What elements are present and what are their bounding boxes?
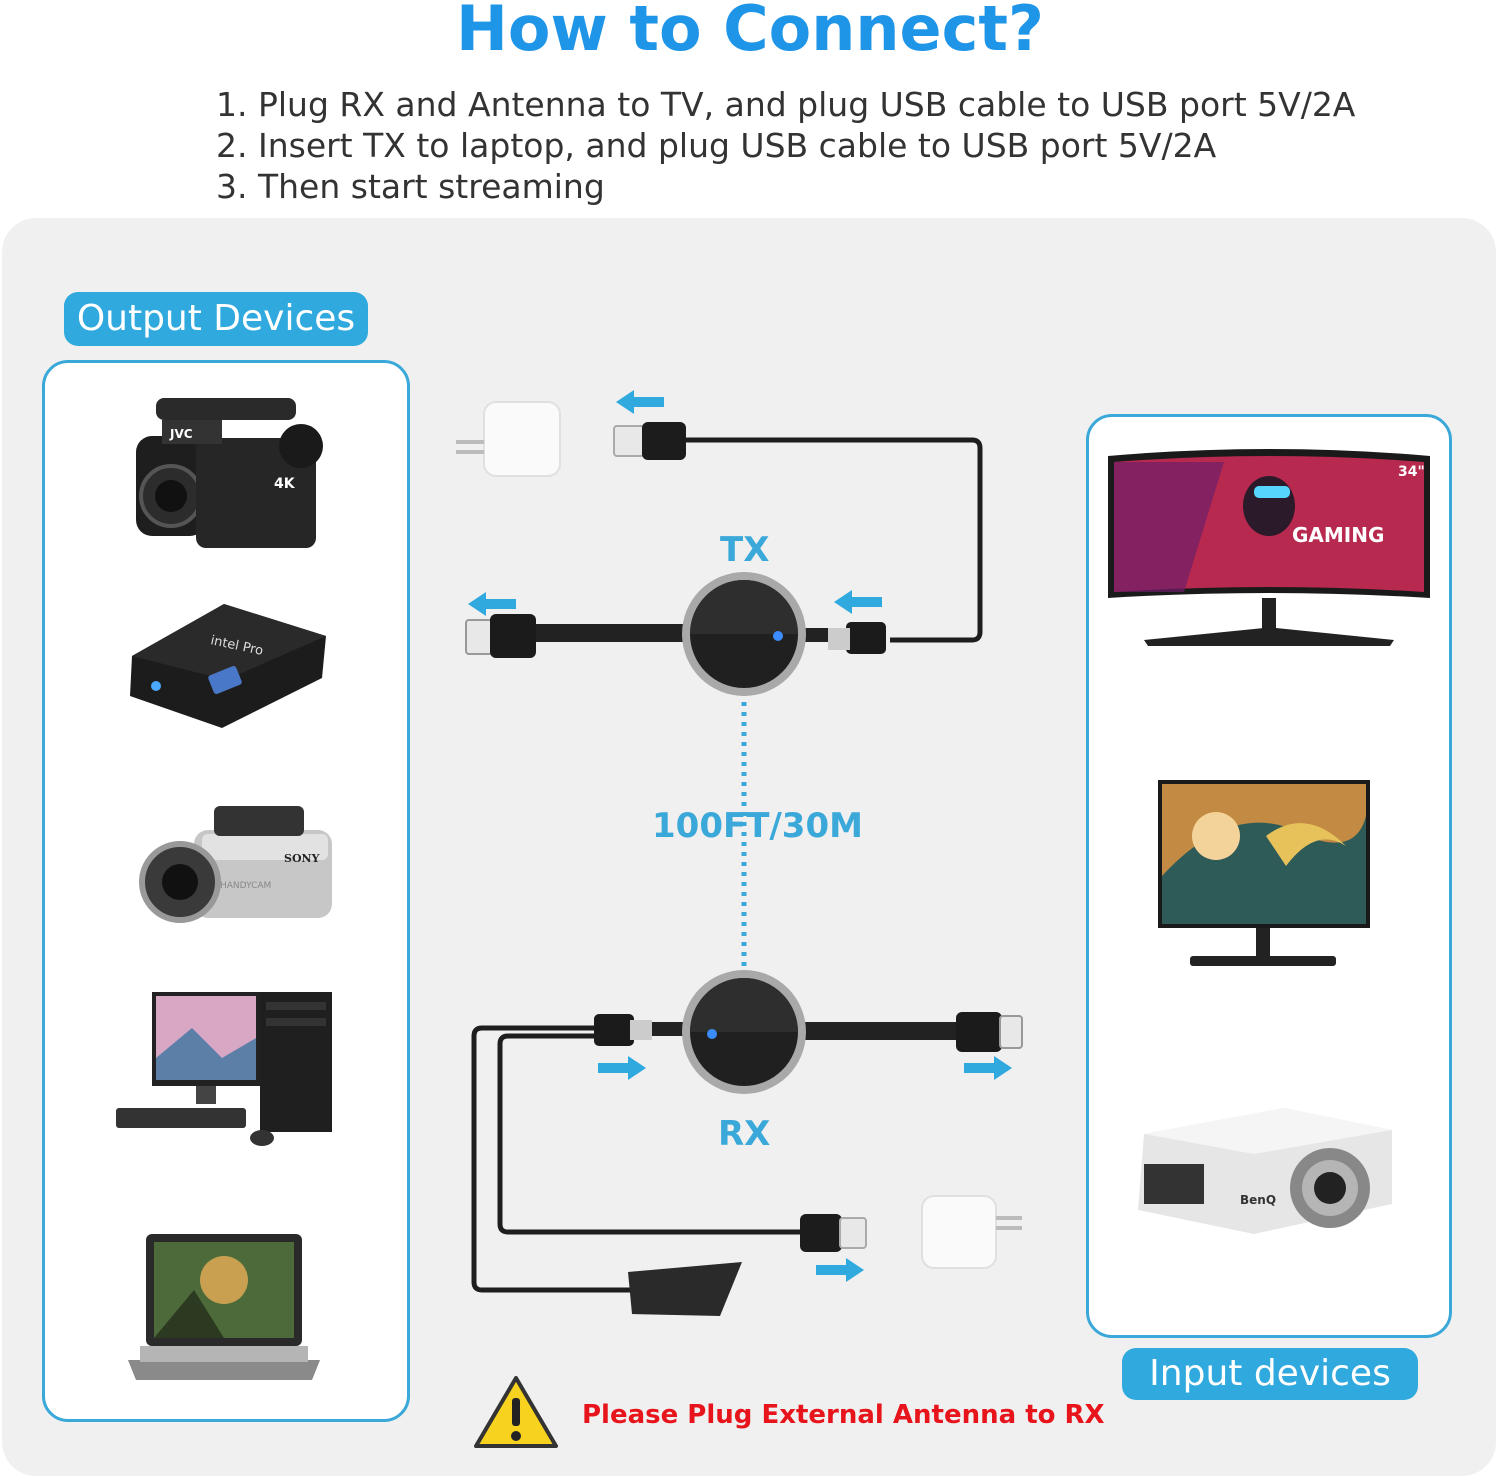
projector-icon: BenQ (1138, 1108, 1392, 1234)
camcorder-jvc-icon: JVC 4K (136, 398, 323, 548)
rx-antenna-cable (471, 1025, 632, 1293)
tv-monitor-icon (1158, 780, 1370, 966)
tx-dongle (465, 572, 886, 696)
step-1: 1. Plug RX and Antenna to TV, and plug U… (216, 85, 1356, 124)
page-title: How to Connect? (456, 0, 1044, 65)
power-adapter-top (456, 401, 561, 477)
mini-pc-icon: intel Pro (130, 604, 326, 728)
arrow-right-1 (598, 1056, 646, 1080)
external-antenna (628, 1262, 742, 1316)
usb-plug-bottom (800, 1214, 867, 1252)
desktop-pc-icon (116, 992, 332, 1146)
benq-brand-text: BenQ (1240, 1193, 1276, 1207)
arrow-left-1 (616, 390, 664, 414)
input-devices-label: Input devices (1122, 1348, 1418, 1400)
arrow-left-2 (468, 592, 516, 616)
rx-label: RX (718, 1114, 771, 1154)
jvc-brand-text: JVC (169, 427, 193, 441)
gaming-text: GAMING (1292, 523, 1384, 547)
rx-usb-cable (497, 1033, 802, 1235)
arrow-right-3 (816, 1258, 864, 1282)
handycam-text: HANDYCAM (220, 881, 271, 891)
distance-label: 100FT/30M (652, 806, 863, 846)
jvc-4k-text: 4K (274, 476, 296, 492)
rx-dongle (594, 970, 1023, 1094)
power-adapter-bottom (921, 1195, 1022, 1269)
monitor-size-text: 34" (1398, 464, 1425, 480)
gaming-monitor-icon: GAMING 34" (1108, 449, 1430, 646)
arrow-right-2 (964, 1056, 1012, 1080)
warning-icon (474, 1376, 558, 1448)
laptop-icon (128, 1234, 320, 1380)
step-2: 2. Insert TX to laptop, and plug USB cab… (216, 126, 1217, 165)
warning-text: Please Plug External Antenna to RX (582, 1400, 1105, 1430)
sony-brand-text: SONY (284, 852, 320, 865)
output-devices-label: Output Devices (64, 292, 368, 346)
tx-label: TX (720, 530, 770, 570)
arrow-left-3 (834, 590, 882, 614)
tx-usb-cable (684, 437, 983, 643)
usb-plug-top (613, 422, 686, 460)
step-3: 3. Then start streaming (216, 167, 605, 206)
instruction-steps: 1. Plug RX and Antenna to TV, and plug U… (216, 84, 1355, 207)
camcorder-sony-icon: SONY HANDYCAM (139, 806, 332, 923)
